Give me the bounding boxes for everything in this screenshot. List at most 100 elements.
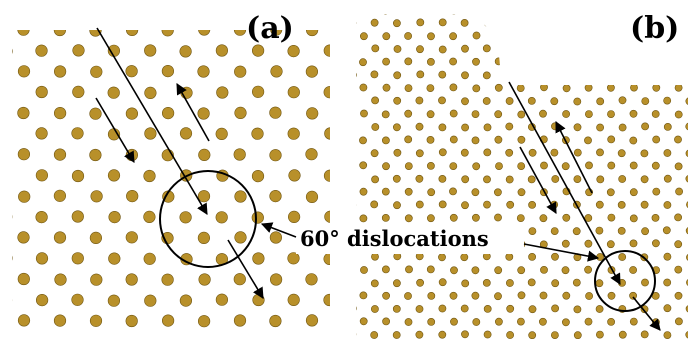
- atom: [527, 175, 536, 184]
- atom: [629, 291, 637, 300]
- atom: [415, 200, 424, 209]
- atom: [342, 108, 354, 120]
- atom: [607, 317, 615, 326]
- atomic-lattice-a: [12, 30, 354, 328]
- atom: [562, 32, 571, 41]
- atom: [234, 190, 247, 203]
- atom: [494, 292, 502, 301]
- atom: [471, 110, 480, 118]
- atom: [359, 58, 367, 67]
- atom: [269, 231, 283, 244]
- atom: [338, 7, 345, 14]
- atom: [416, 70, 425, 79]
- atom: [371, 252, 379, 261]
- atom: [252, 44, 265, 57]
- atom: [539, 14, 548, 15]
- atom: [482, 71, 491, 80]
- atom: [370, 149, 379, 158]
- atom: [471, 213, 480, 222]
- atom: [371, 123, 380, 131]
- atom: [426, 110, 435, 119]
- atom: [618, 123, 627, 132]
- atom: [618, 175, 627, 183]
- atom: [607, 83, 615, 92]
- atom: [517, 291, 526, 300]
- atom: [483, 123, 492, 132]
- atom: [494, 83, 503, 92]
- atom: [517, 32, 526, 41]
- atom: [382, 57, 390, 66]
- atom: [561, 239, 570, 248]
- atom: [415, 96, 424, 105]
- atom: [438, 304, 447, 313]
- annotations-b: [508, 81, 661, 331]
- atom: [584, 83, 593, 92]
- atom: [505, 70, 514, 79]
- atom: [460, 18, 469, 27]
- atom: [72, 44, 85, 57]
- atom: [404, 32, 412, 40]
- atom: [471, 291, 480, 300]
- atom: [18, 190, 31, 203]
- atom: [427, 317, 436, 326]
- dislocation-circle-a: [159, 170, 257, 268]
- atom: [323, 169, 330, 182]
- atom: [595, 305, 604, 313]
- atom: [483, 200, 491, 209]
- atom: [686, 278, 688, 287]
- atom: [528, 252, 536, 261]
- atom: [527, 97, 536, 105]
- atom: [306, 107, 319, 120]
- atom: [179, 211, 192, 224]
- atom: [629, 188, 638, 197]
- atom: [550, 97, 559, 106]
- atom: [539, 109, 547, 118]
- atom: [527, 278, 536, 287]
- atom: [269, 190, 282, 203]
- atom: [595, 18, 604, 27]
- burgers-line-a-long: [96, 27, 208, 215]
- atom: [72, 85, 85, 98]
- atom: [438, 70, 447, 79]
- atom: [305, 148, 318, 161]
- atom: [392, 19, 401, 28]
- atom: [53, 65, 67, 78]
- atom: [215, 44, 228, 57]
- atom: [640, 175, 649, 184]
- atom: [342, 190, 354, 202]
- atom: [471, 266, 480, 275]
- atom: [506, 331, 514, 339]
- atom: [287, 44, 300, 58]
- atom: [606, 240, 615, 249]
- atom: [360, 109, 368, 118]
- atom: [663, 331, 672, 339]
- atom: [382, 32, 391, 41]
- atom: [662, 226, 671, 235]
- atom: [382, 83, 391, 92]
- atom: [517, 266, 526, 275]
- atom: [427, 32, 435, 41]
- atom: [392, 331, 401, 339]
- atom: [404, 162, 413, 170]
- atom: [427, 291, 436, 300]
- atom: [71, 210, 84, 223]
- atom: [348, 97, 355, 104]
- panel-a: (a): [12, 11, 354, 328]
- atom: [197, 65, 210, 78]
- atom: [287, 293, 300, 307]
- atom: [107, 86, 120, 99]
- arrow-a-right: [176, 83, 210, 142]
- atom: [53, 189, 67, 202]
- atom: [663, 149, 672, 157]
- atom: [215, 211, 228, 224]
- atom: [161, 273, 174, 286]
- atom: [162, 106, 175, 120]
- atom: [663, 201, 672, 209]
- atom: [540, 83, 548, 92]
- atom: [215, 293, 228, 306]
- atom: [494, 317, 503, 326]
- atom: [125, 273, 138, 286]
- atom: [460, 148, 469, 157]
- atom: [348, 123, 355, 130]
- atom: [359, 32, 368, 41]
